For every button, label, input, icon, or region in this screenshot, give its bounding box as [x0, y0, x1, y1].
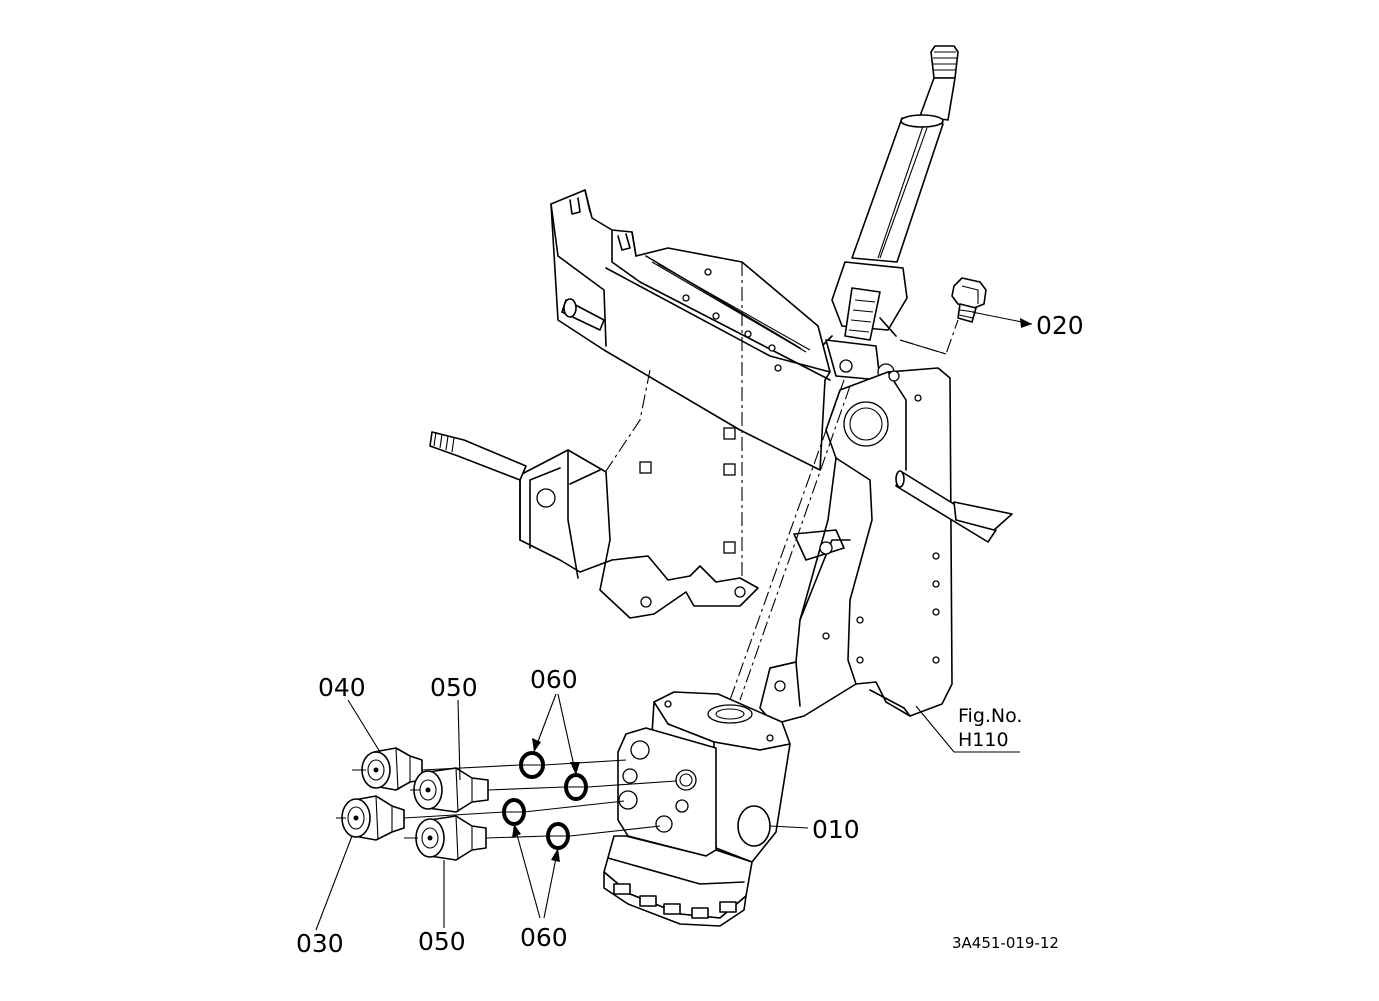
steering-column [817, 45, 959, 381]
front-frame-bracket [429, 189, 831, 619]
figure-reference-line1: Fig.No. [958, 705, 1022, 727]
steering-unit-010 [603, 691, 791, 927]
bolt-020 [951, 277, 987, 323]
drawing-code: 3A451-019-12 [952, 934, 1059, 952]
callout-060-bottom: 060 [520, 923, 568, 952]
fitting-050-top [413, 767, 489, 813]
figure-reference-line2: H110 [958, 729, 1009, 751]
arrowheads [512, 318, 1032, 862]
base-bolts [613, 883, 737, 919]
side-frame-plate [759, 367, 1013, 725]
fitting-050-bottom [415, 815, 487, 861]
callout-050-top: 050 [430, 673, 478, 702]
callout-040: 040 [318, 673, 366, 702]
figure-reference: Fig.No. H110 [958, 705, 1022, 751]
fitting-040 [361, 747, 423, 791]
callout-030: 030 [296, 929, 344, 958]
callout-060-top: 060 [530, 665, 578, 694]
callout-020: 020 [1036, 311, 1084, 340]
callout-010: 010 [812, 815, 860, 844]
callout-labels: 020 010 040 050 060 030 050 060 [296, 311, 1084, 958]
fitting-030 [341, 795, 405, 841]
callout-050-bottom: 050 [418, 927, 466, 956]
assembly-lines [336, 759, 677, 839]
hidden-lines [729, 319, 959, 701]
leader-lines [315, 311, 1033, 931]
